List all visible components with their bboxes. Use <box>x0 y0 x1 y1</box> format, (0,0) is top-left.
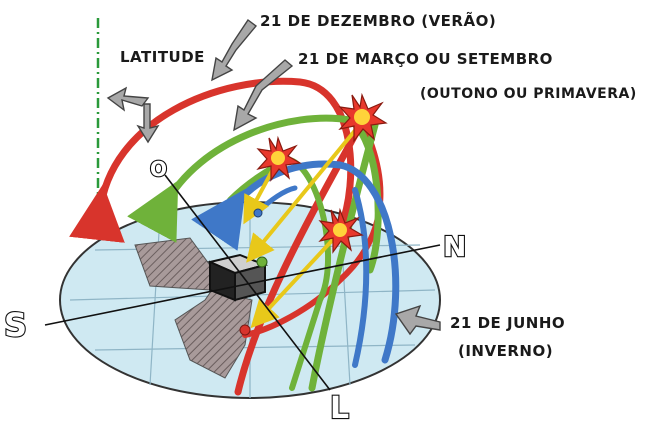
june-label-line2: (INVERNO) <box>458 342 553 360</box>
latitude-label: LATITUDE <box>120 48 205 66</box>
summer-sun-path-east <box>234 118 366 396</box>
east-label: L <box>330 391 349 426</box>
building-shadow <box>134 237 253 379</box>
june-label-line1: 21 DE JUNHO <box>450 314 565 332</box>
equinox-label-line1: 21 DE MARÇO OU SETEMBRO <box>298 50 553 68</box>
winter-sun-path-east <box>352 187 370 368</box>
noon-dot-green <box>256 256 268 268</box>
west-label: O <box>150 157 167 181</box>
east-west-axis <box>164 174 331 391</box>
sun-summer <box>338 92 388 143</box>
sun-equinox <box>256 135 302 182</box>
noon-dot-red <box>239 324 251 336</box>
north-label: N <box>443 230 466 263</box>
north-south-axis <box>44 244 441 326</box>
december-label: 21 DE DEZEMBRO (VERÃO) <box>260 11 496 30</box>
building-cube <box>206 253 269 302</box>
pointer-arrows <box>106 18 441 336</box>
south-label: S <box>4 306 27 344</box>
equinox-sun-path-east <box>308 121 379 392</box>
winter-sun-path <box>191 160 400 364</box>
equinox-sun-path <box>127 114 382 274</box>
sun-winter <box>318 207 364 254</box>
equinox-label-line2: (OUTONO OU PRIMAVERA) <box>420 86 637 102</box>
noon-dot-blue <box>253 208 263 218</box>
